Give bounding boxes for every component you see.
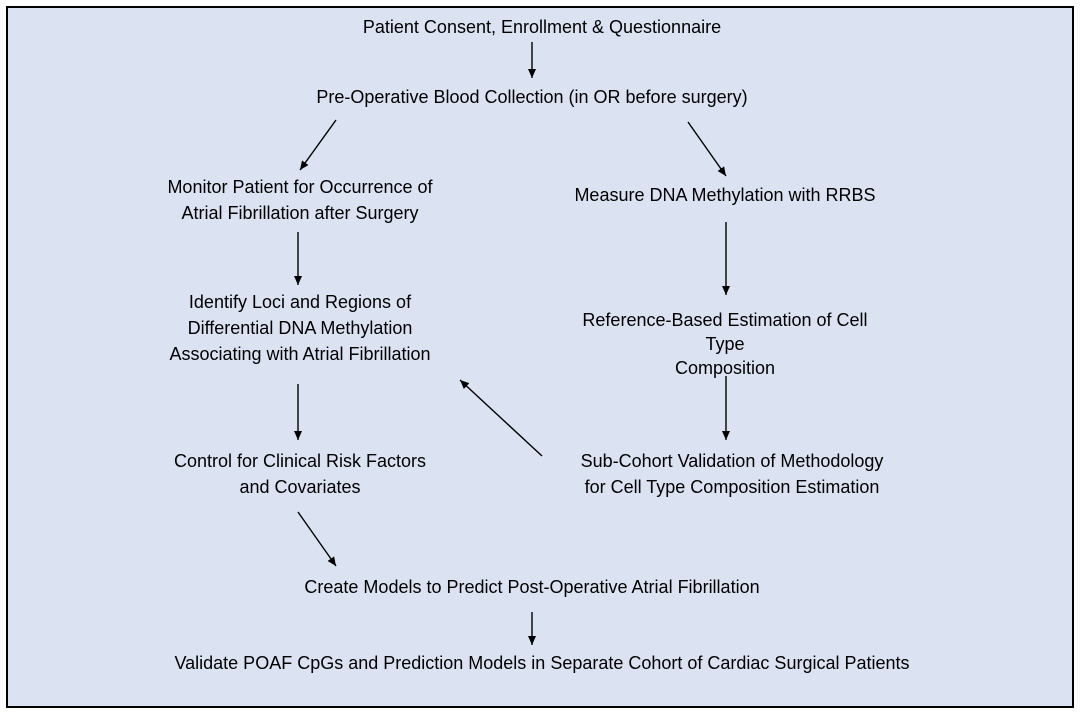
node-text: Monitor Patient for Occurrence of (167, 177, 433, 197)
node-text: and Covariates (239, 477, 361, 497)
node-text: Validate POAF CpGs and Prediction Models… (174, 653, 910, 673)
node-subcohort-validation: Sub-Cohort Validation of Methodology for… (520, 448, 944, 500)
arrow-blood-to-monitor (299, 119, 337, 171)
node-text: Reference-Based Estimation of Cell (582, 310, 868, 330)
node-text: Identify Loci and Regions of (188, 292, 412, 312)
node-text: Patient Consent, Enrollment & Questionna… (362, 17, 722, 37)
arrow-subcohort-to-identify (459, 379, 543, 457)
node-measure-methylation: Measure DNA Methylation with RRBS (520, 182, 930, 208)
node-control-risk: Control for Clinical Risk Factors and Co… (110, 448, 490, 500)
node-text: Pre-Operative Blood Collection (in OR be… (316, 87, 748, 107)
node-text: Sub-Cohort Validation of Methodology (580, 451, 884, 471)
node-text: Measure DNA Methylation with RRBS (574, 185, 876, 205)
node-text: Type (705, 334, 745, 354)
node-create-models: Create Models to Predict Post-Operative … (220, 574, 844, 600)
node-monitor-patient: Monitor Patient for Occurrence of Atrial… (110, 174, 490, 226)
node-text: Composition (674, 358, 776, 378)
node-text: for Cell Type Composition Estimation (584, 477, 880, 497)
node-text: Atrial Fibrillation after Surgery (181, 203, 419, 223)
node-identify-loci: Identify Loci and Regions of Differentia… (110, 289, 490, 367)
arrow-control-to-models (297, 511, 337, 567)
node-text: Associating with Atrial Fibrillation (169, 344, 431, 364)
node-validate-cohort: Validate POAF CpGs and Prediction Models… (60, 650, 1024, 676)
arrow-blood-to-measure (687, 121, 727, 177)
node-text: Control for Clinical Risk Factors (173, 451, 427, 471)
node-patient-consent: Patient Consent, Enrollment & Questionna… (290, 14, 794, 40)
node-blood-collection: Pre-Operative Blood Collection (in OR be… (245, 84, 819, 110)
diagram-frame (6, 6, 1074, 708)
node-reference-estimation: Reference-Based Estimation of Cell Type … (520, 307, 930, 381)
node-text: Differential DNA Methylation (187, 318, 413, 338)
node-text: Create Models to Predict Post-Operative … (304, 577, 760, 597)
